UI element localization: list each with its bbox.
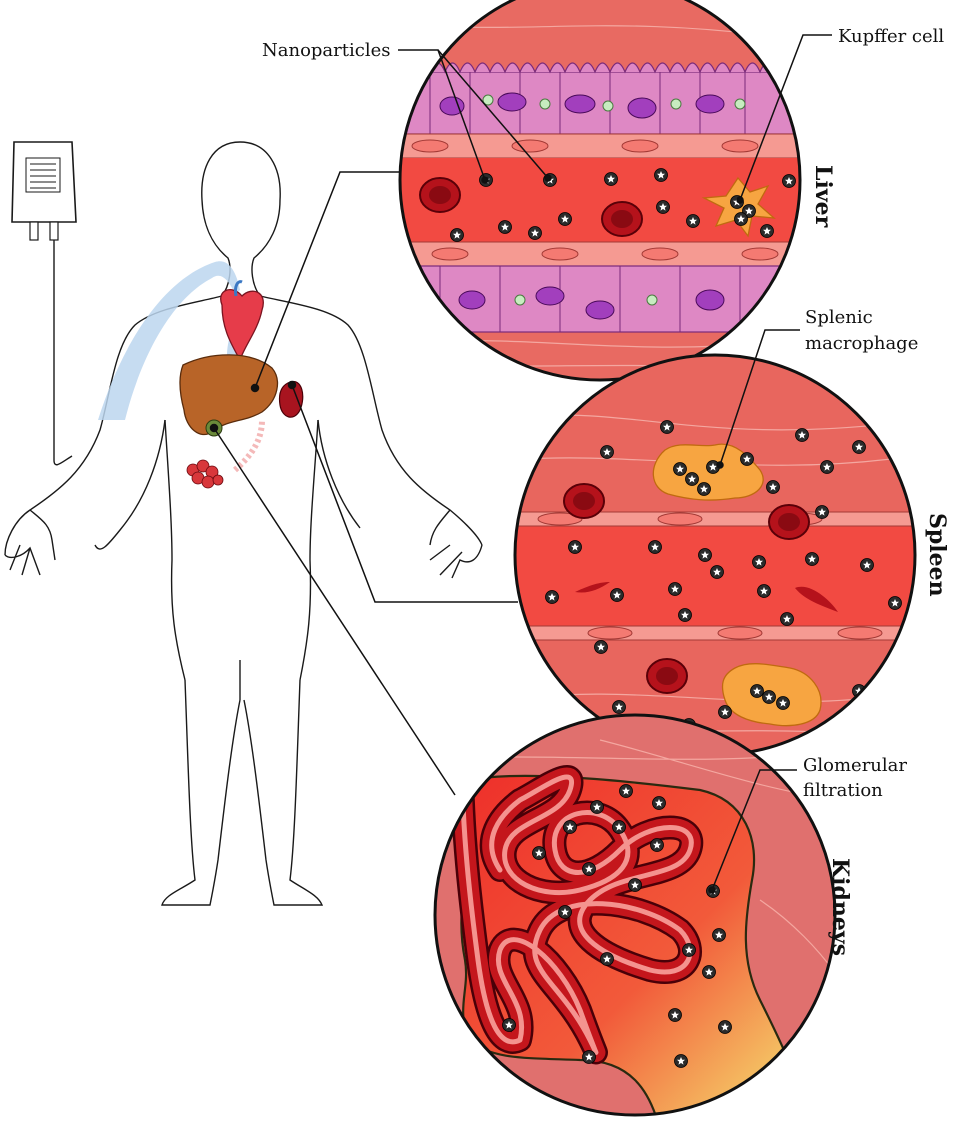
nanoparticle-icon (697, 482, 711, 496)
spleen-organ-icon (278, 380, 304, 418)
red-blood-cell (646, 658, 688, 694)
nanoparticle-icon (740, 452, 754, 466)
nanoparticle-icon (752, 555, 766, 569)
nanoparticle-icon (757, 584, 771, 598)
nanoparticle-icon (734, 212, 748, 226)
nanoparticle-icon (888, 596, 902, 610)
kidney-organ-icon (186, 459, 224, 489)
nanoparticle-icon (760, 224, 774, 238)
nanoparticle-icon (702, 965, 716, 979)
nanoparticle-icon (710, 565, 724, 579)
liver-magnified-view (398, 0, 802, 382)
nanoparticle-icon (532, 846, 546, 860)
nanoparticle-icon (558, 905, 572, 919)
nanoparticle-icon (780, 612, 794, 626)
nanoparticle-icon (795, 428, 809, 442)
red-blood-cell (601, 201, 643, 237)
organ-flow-arrow (226, 330, 250, 412)
nanoparticle-icon (563, 820, 577, 834)
nanoparticle-icon (805, 552, 819, 566)
nanoparticle-icon (558, 212, 572, 226)
nanoparticle-icon (682, 943, 696, 957)
connector-lines (209, 171, 518, 796)
splenic-macrophage-label-line1: Splenic (805, 307, 873, 328)
splenic-macrophage-cell (652, 443, 764, 501)
nanoparticle-icon (668, 582, 682, 596)
venous-flow-arrow (98, 261, 240, 420)
nanoparticle-icon (600, 445, 614, 459)
nanoparticle-icon (718, 1020, 732, 1034)
nanoparticle-icon (656, 200, 670, 214)
nanoparticle-icon (612, 820, 626, 834)
nanoparticle-icon (686, 214, 700, 228)
nanoparticle-icon (582, 1050, 596, 1064)
nanoparticle-icon (762, 690, 776, 704)
nanoparticle-icon (750, 684, 764, 698)
nanoparticle-icon (782, 174, 796, 188)
heart-icon (220, 280, 264, 362)
nanoparticle-icon (766, 480, 780, 494)
nanoparticle-icon (668, 1008, 682, 1022)
nanoparticle-icon (648, 540, 662, 554)
nanoparticles-label: Nanoparticles (262, 40, 391, 61)
nanoparticle-icon (852, 440, 866, 454)
nanoparticle-icon (594, 640, 608, 654)
nanoparticle-icon (698, 548, 712, 562)
kidneys-label: Kidneys (827, 858, 853, 956)
human-body-outline (4, 141, 483, 906)
nanoparticle-icon (590, 800, 604, 814)
kidney-magnified-view (433, 713, 837, 1117)
red-blood-cell (563, 483, 605, 519)
nanoparticle-icon (545, 590, 559, 604)
nanoparticle-icon (498, 220, 512, 234)
nanoparticle-icon (685, 472, 699, 486)
iv-bag-icon (11, 141, 77, 466)
nanoparticle-icon (528, 226, 542, 240)
nanoparticle-icon (568, 540, 582, 554)
liver-label: Liver (810, 165, 836, 228)
nanoparticle-icon (610, 588, 624, 602)
nanoparticle-icon (502, 1018, 516, 1032)
nanoparticle-icon (582, 862, 596, 876)
nanoparticle-icon (860, 558, 874, 572)
red-blood-cell (768, 504, 810, 540)
glomerular-filtration-label-line2: filtration (803, 780, 883, 801)
callout-leaders (398, 34, 832, 894)
nanoparticle-icon (712, 928, 726, 942)
nanoparticle-icon (628, 878, 642, 892)
liver-organ-icon (179, 354, 279, 436)
nanoparticle-icon (612, 700, 626, 714)
glomerular-filtration-label-line1: Glomerular (803, 755, 907, 776)
nanoparticle-icon (604, 172, 618, 186)
spleen-label: Spleen (924, 513, 950, 597)
nanoparticle-icon (654, 168, 668, 182)
nanoparticle-icon (820, 460, 834, 474)
nanoparticle-icon (673, 462, 687, 476)
nanoparticle-icon (650, 838, 664, 852)
nanoparticle-icon (718, 705, 732, 719)
nanoparticle-icon (678, 608, 692, 622)
kupffer-cell-label: Kupffer cell (838, 26, 944, 47)
nanoparticle-icon (600, 952, 614, 966)
nanoparticle-icon (674, 1054, 688, 1068)
nanoparticle-icon (450, 228, 464, 242)
nanoparticle-icon (660, 420, 674, 434)
nanoparticle-icon (652, 796, 666, 810)
nanoparticle-icon (619, 784, 633, 798)
nanoparticle-icon (776, 696, 790, 710)
nanoparticle-icon (815, 505, 829, 519)
splenic-macrophage-label-line2: macrophage (805, 333, 918, 354)
spleen-magnified-view (513, 353, 917, 757)
red-blood-cell (419, 177, 461, 213)
